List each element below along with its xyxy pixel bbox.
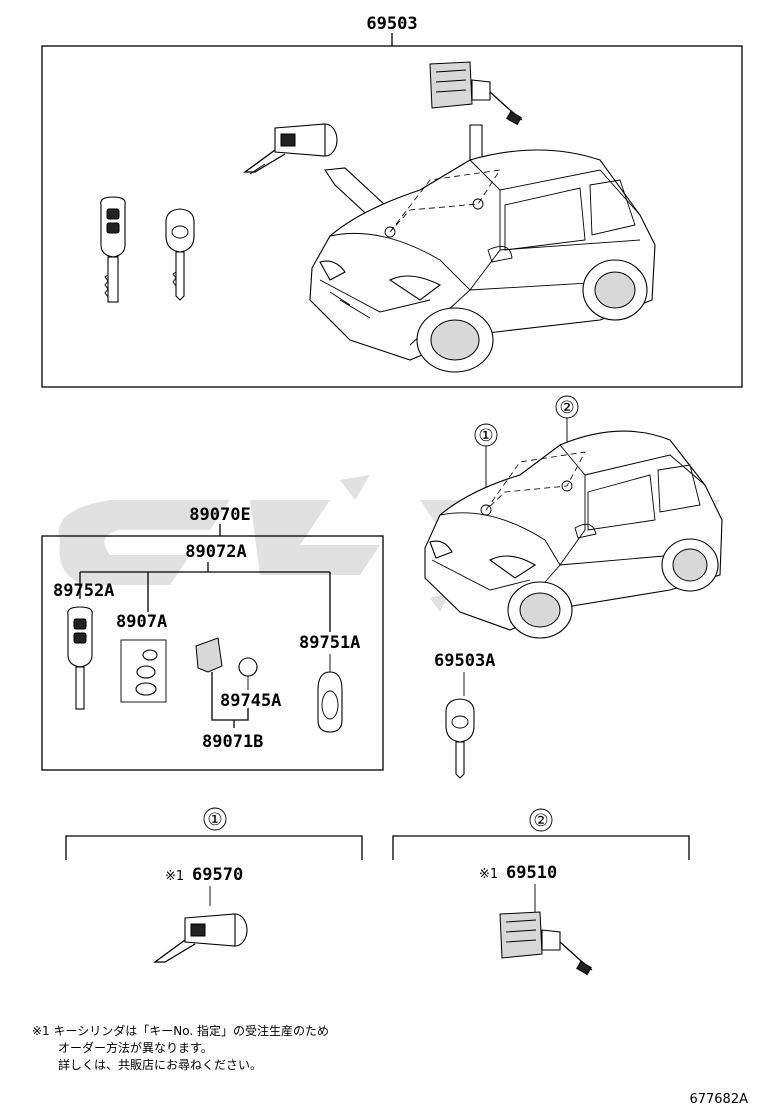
figure-ref: 677682A <box>689 1092 748 1107</box>
section-2-bracket <box>392 835 690 860</box>
section-1-bracket <box>65 835 363 860</box>
assembly-box-89070E <box>41 535 384 771</box>
transponder-89071B <box>195 637 249 728</box>
button-pads-8907A <box>120 639 167 703</box>
callout-1-section: ① <box>203 807 227 831</box>
callout-1-label: ① <box>478 426 493 446</box>
label-89752A: 89752A <box>53 581 114 601</box>
key-cover-89751A <box>317 654 343 733</box>
master-key-top <box>165 208 195 301</box>
callout-2-label: ② <box>559 398 574 418</box>
door-cylinder-top <box>243 123 338 175</box>
label-69570: 69570 <box>192 865 243 885</box>
label-89072A: 89072A <box>185 542 246 562</box>
label-89751A: 89751A <box>299 633 360 653</box>
car-illustration-callout <box>424 430 723 639</box>
callout-2-section: ② <box>529 808 553 832</box>
ignition-cylinder-top <box>429 61 523 126</box>
leader-89072A <box>79 562 331 632</box>
section-1-label: ① <box>207 810 222 830</box>
master-key-69503A <box>445 698 475 779</box>
label-69503: 69503 <box>366 14 417 34</box>
note-line-1: ※1 キーシリンダは「キーNo. 指定」の受注生産のため <box>32 1023 329 1038</box>
label-89071B: 89071B <box>202 732 263 752</box>
ignition-cylinder-69510 <box>499 911 593 976</box>
footnote-mark-69570: ※1 <box>165 869 184 884</box>
note-line-2: オーダー方法が異なります。 <box>58 1040 213 1055</box>
footnote-mark-69510: ※1 <box>479 867 498 882</box>
remote-key-89752A <box>67 606 93 710</box>
label-69510: 69510 <box>506 863 557 883</box>
label-89070E: 89070E <box>189 505 250 525</box>
label-8907A: 8907A <box>116 612 167 632</box>
remote-key-top <box>100 196 126 303</box>
door-cylinder-69570 <box>153 913 248 963</box>
label-69503A: 69503A <box>434 651 495 671</box>
note-line-3: 詳しくは、共販店にお尋ねください。 <box>58 1057 262 1072</box>
car-illustration-top <box>309 149 656 373</box>
assembly-box-69503 <box>41 45 743 388</box>
battery-89745A <box>238 657 258 690</box>
label-89745A: 89745A <box>220 691 281 711</box>
section-2-label: ② <box>533 811 548 831</box>
